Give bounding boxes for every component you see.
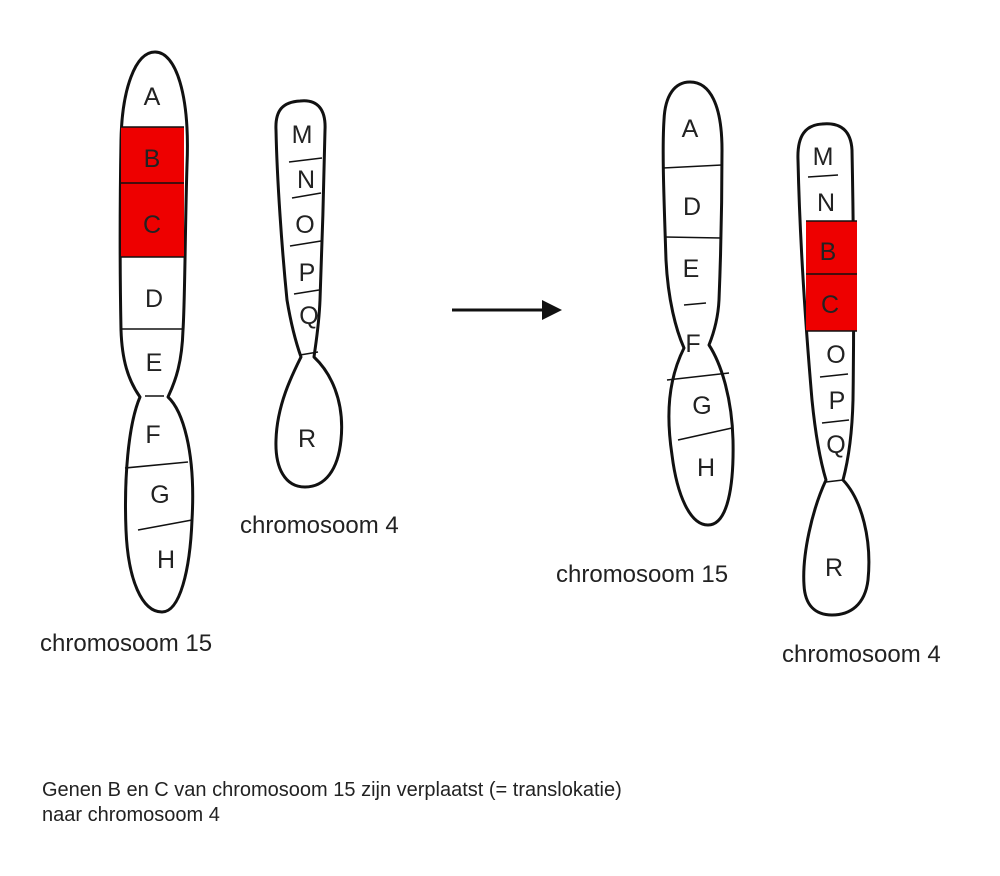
gene-label: D [145,285,163,313]
gene-band-b-highlight [806,221,857,274]
gene-label: C [821,291,839,319]
gene-label: N [297,166,315,194]
gene-band-c-highlight [121,183,184,257]
gene-label: R [825,554,843,582]
gene-label: R [298,425,316,453]
gene-label: F [685,330,700,358]
gene-label: E [146,349,163,377]
gene-band-b-highlight [121,127,184,183]
after-chromosome-4: M N B C O P Q R [796,122,871,617]
gene-label: B [144,145,161,173]
gene-label: N [817,189,835,217]
chromosome-label: chromosoom 15 [40,630,212,657]
gene-label: O [295,211,314,239]
chromosome-label: chromosoom 15 [556,561,728,588]
gene-label: P [299,259,316,287]
gene-label: P [829,387,846,415]
before-chromosome-4: M N O P Q R [274,99,344,489]
gene-band-c-highlight [806,274,857,331]
gene-label: M [292,121,313,149]
gene-label: H [157,546,175,574]
arrow-right-icon [452,300,562,320]
gene-label: B [820,238,837,266]
gene-label: O [826,341,845,369]
gene-label: E [683,255,700,283]
gene-label: G [692,392,711,420]
gene-label: H [697,454,715,482]
gene-label: M [813,143,834,171]
gene-label: D [683,193,701,221]
gene-label: G [150,481,169,509]
gene-label: F [145,421,160,449]
after-chromosome-15: A D E F G H [661,80,735,527]
chromosome-label: chromosoom 4 [240,512,399,539]
gene-label: Q [299,302,318,330]
chromosome-label: chromosoom 4 [782,641,941,668]
caption-line-1: Genen B en C van chromosoom 15 zijn verp… [42,779,622,801]
caption-line-2: naar chromosoom 4 [42,804,220,826]
gene-label: Q [826,431,845,459]
gene-label: A [144,83,161,111]
before-chromosome-15: A B C D E F G H [118,50,195,614]
caption: Genen B en C van chromosoom 15 zijn verp… [42,778,622,828]
gene-label: C [143,211,161,239]
gene-label: A [682,115,699,143]
